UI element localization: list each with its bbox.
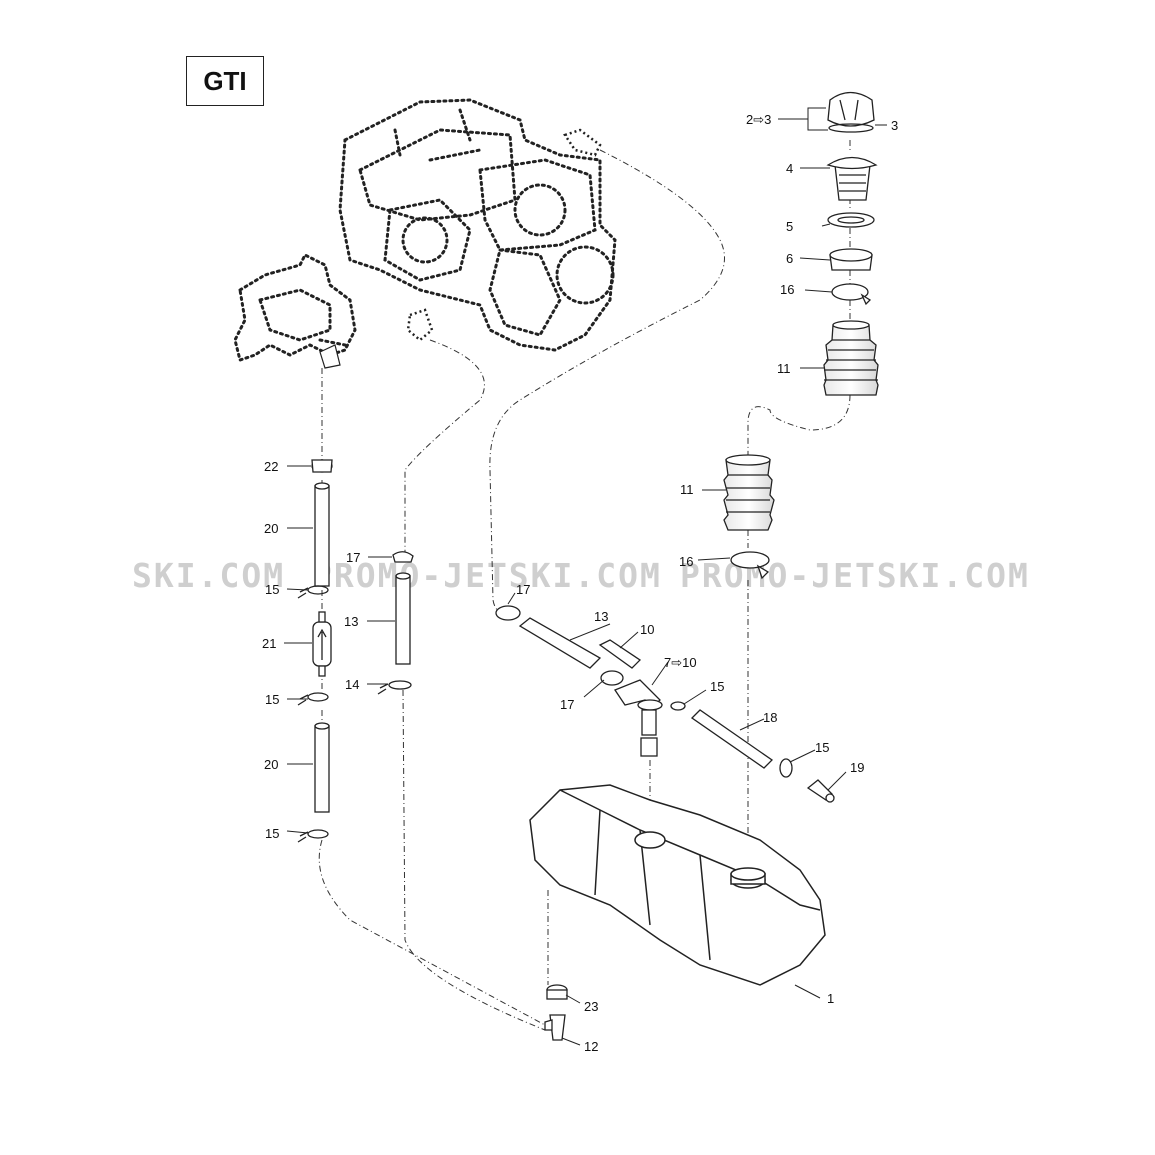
left-hose-assembly (297, 459, 333, 843)
callout-17-lower: 17 (560, 697, 574, 712)
callout-18: 18 (763, 710, 777, 725)
leader-lines (284, 107, 887, 1046)
filler-neck (826, 156, 878, 201)
pump-outlet-fitting (319, 344, 341, 369)
engine-illustration (338, 98, 617, 352)
callout-15-b: 15 (710, 679, 724, 694)
callout-16-top: 16 (780, 282, 794, 297)
callout-14: 14 (345, 677, 359, 692)
routing-lines (318, 140, 851, 1031)
callout-15-c: 15 (265, 692, 279, 707)
callout-16-bottom: 16 (679, 554, 693, 569)
callout-11-bottom: 11 (680, 482, 694, 497)
middle-hose-assembly (377, 551, 414, 695)
filler-cap (827, 91, 875, 133)
fuel-tank (529, 784, 826, 986)
callout-6: 6 (786, 251, 793, 266)
nut (829, 248, 873, 271)
pump-illustration (233, 252, 357, 362)
callout-15-a: 15 (265, 582, 279, 597)
watermark-left: SKI.COM (132, 556, 286, 595)
drain-assembly (544, 984, 568, 1041)
bellows-top (823, 320, 879, 396)
callout-23: 23 (584, 999, 598, 1014)
callout-15-d: 15 (815, 740, 829, 755)
callout-20-bottom: 20 (264, 757, 278, 772)
callout-4: 4 (786, 161, 793, 176)
clamp-top (831, 283, 872, 306)
engine-fitting-mid (406, 308, 434, 342)
callout-22: 22 (264, 459, 278, 474)
bellows-bottom (723, 454, 775, 531)
callout-19: 19 (850, 760, 864, 775)
callout-10: 10 (640, 622, 654, 637)
watermark-center: PROMO-JETSKI.COM (312, 556, 662, 595)
callout-labels: 2⇨3 3 4 5 6 16 11 11 16 22 20 17 15 17 1… (262, 112, 898, 1054)
center-hose-assembly (495, 605, 835, 803)
callout-13-left: 13 (344, 614, 358, 629)
callout-17-center: 17 (516, 582, 530, 597)
callout-20-top: 20 (264, 521, 278, 536)
callout-21: 21 (262, 636, 276, 651)
callout-5: 5 (786, 219, 793, 234)
gasket (827, 212, 875, 228)
callout-17-left: 17 (346, 550, 360, 565)
engine-fitting-top (563, 128, 602, 157)
callout-3: 3 (891, 118, 898, 133)
model-label: GTI (186, 56, 264, 106)
callout-13-center: 13 (594, 609, 608, 624)
callout-12: 12 (584, 1039, 598, 1054)
callout-2-3: 2⇨3 (746, 112, 771, 127)
callout-11-top: 11 (777, 361, 791, 376)
callout-1: 1 (827, 991, 834, 1006)
callout-15-e: 15 (265, 826, 279, 841)
clamp-bottom (730, 551, 770, 580)
callout-7-10: 7⇨10 (664, 655, 697, 670)
